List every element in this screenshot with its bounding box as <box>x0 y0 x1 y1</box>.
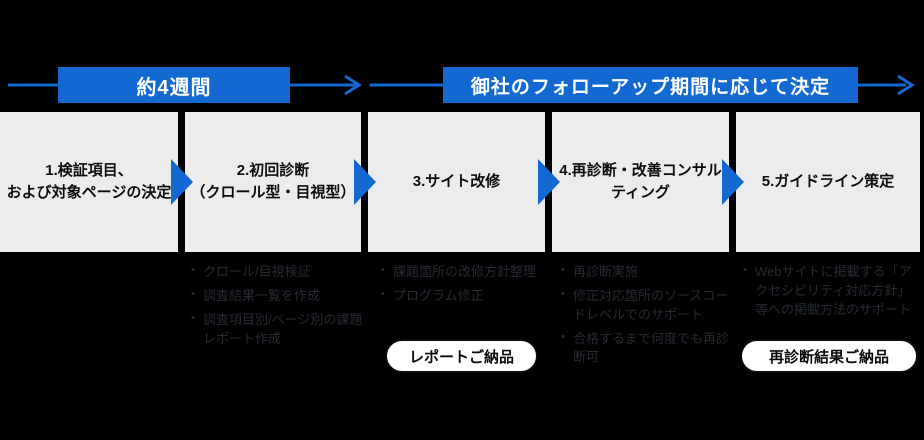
bullet-item: 修正対応箇所のソースコードレベルでのサポート <box>560 287 736 325</box>
bullet-item: 調査項目別/ページ別の課題レポート作成 <box>190 311 368 349</box>
step-title-3: 3.サイト改修 <box>412 172 501 190</box>
step-title-2: 2.初回診断 （クロール型・目視型） <box>190 161 356 202</box>
flow-arrow-icon-3 <box>538 159 560 205</box>
step-title-1: 1.検証項目、 および対象ページの決定 <box>6 161 172 202</box>
details-column-2: クロール/目視検証 調査結果一覧を作成 調査項目別/ページ別の課題レポート作成 <box>190 263 368 353</box>
bullet-item: クロール/目視検証 <box>190 263 368 282</box>
bullet-item: 合格するまで何度でも再診断可 <box>560 330 736 368</box>
step-box-3: 3.サイト改修 <box>368 112 545 252</box>
flow-arrow-icon-4 <box>722 159 744 205</box>
step-box-4: 4.再診断・改善コンサル ティング <box>552 112 729 252</box>
bullet-list: クロール/目視検証 調査結果一覧を作成 調査項目別/ページ別の課題レポート作成 <box>190 263 368 348</box>
flow-arrow-icon-1 <box>171 159 193 205</box>
bullet-item: 調査結果一覧を作成 <box>190 287 368 306</box>
details-column-3: 課題箇所の改修方針整理 プログラム修正 <box>380 263 548 311</box>
phase-duration-badge-1: 約4週間 <box>58 67 290 103</box>
bullet-item: Webサイトに掲載する「アクセシビリティ対応方針」等への掲載方法のサポート <box>742 263 922 320</box>
bullet-item: 再診断実施 <box>560 263 736 282</box>
bullet-list: 再診断実施 修正対応箇所のソースコードレベルでのサポート 合格するまで何度でも再… <box>560 263 736 367</box>
deliverable-badge-rediagnosis: 再診断結果ご納品 <box>740 339 918 373</box>
deliverable-badge-report: レポートご納品 <box>385 339 538 373</box>
bullet-item: プログラム修正 <box>380 287 548 306</box>
bullet-list: 課題箇所の改修方針整理 プログラム修正 <box>380 263 548 306</box>
step-box-5: 5.ガイドライン策定 <box>736 112 920 252</box>
step-box-2: 2.初回診断 （クロール型・目視型） <box>185 112 361 252</box>
step-title-5: 5.ガイドライン策定 <box>761 172 895 190</box>
phase-duration-badge-2: 御社のフォローアップ期間に応じて決定 <box>443 67 858 103</box>
bullet-item: 課題箇所の改修方針整理 <box>380 263 548 282</box>
step-box-1: 1.検証項目、 および対象ページの決定 <box>0 112 178 252</box>
bullet-list: Webサイトに掲載する「アクセシビリティ対応方針」等への掲載方法のサポート <box>742 263 922 320</box>
details-column-5: Webサイトに掲載する「アクセシビリティ対応方針」等への掲載方法のサポート <box>742 263 922 325</box>
step-title-4: 4.再診断・改善コンサル ティング <box>559 161 722 202</box>
details-column-4: 再診断実施 修正対応箇所のソースコードレベルでのサポート 合格するまで何度でも再… <box>560 263 736 372</box>
flow-arrow-icon-2 <box>354 159 376 205</box>
